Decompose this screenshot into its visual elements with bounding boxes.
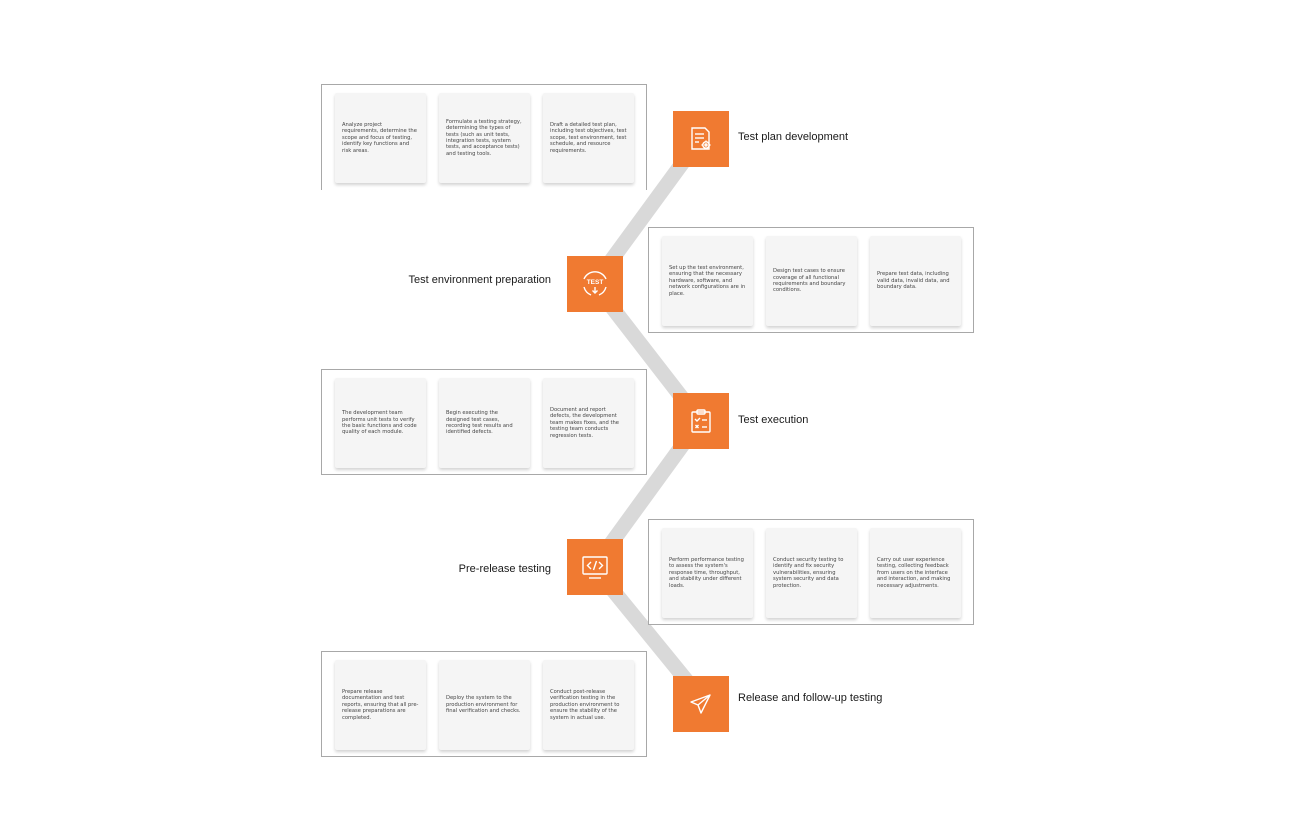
svg-text:TEST: TEST bbox=[587, 279, 604, 286]
task-card: Prepare release documentation and test r… bbox=[335, 660, 426, 750]
step-1-title: Test plan development bbox=[738, 131, 849, 143]
clipboard-checklist-icon bbox=[691, 409, 711, 433]
task-card: Set up the test environment, ensuring th… bbox=[662, 236, 753, 326]
task-card: Begin executing the designed test cases,… bbox=[439, 378, 530, 468]
step-1-task-group: Analyze project requirements, determine … bbox=[321, 84, 647, 190]
document-gear-icon bbox=[691, 127, 711, 150]
task-card: Analyze project requirements, determine … bbox=[335, 93, 426, 183]
step-4-title: Pre-release testing bbox=[458, 563, 551, 575]
task-card: Conduct post-release verification testin… bbox=[543, 660, 634, 750]
step-2-title: Test environment preparation bbox=[408, 274, 551, 286]
step-4-node bbox=[567, 539, 623, 595]
step-3-title: Test execution bbox=[738, 414, 809, 426]
step-3-task-group: The development team performs unit tests… bbox=[321, 369, 647, 475]
paper-plane-icon bbox=[690, 694, 711, 714]
task-card: Conduct security testing to identify and… bbox=[766, 528, 857, 618]
step-4-task-group: Perform performance testing to assess th… bbox=[648, 519, 974, 625]
task-card: Design test cases to ensure coverage of … bbox=[766, 236, 857, 326]
task-card: The development team performs unit tests… bbox=[335, 378, 426, 468]
step-5-node bbox=[673, 676, 729, 732]
code-monitor-icon bbox=[582, 556, 608, 579]
step-5-task-group: Prepare release documentation and test r… bbox=[321, 651, 647, 757]
step-1-node bbox=[673, 111, 729, 167]
step-3-node bbox=[673, 393, 729, 449]
task-card: Prepare test data, including valid data,… bbox=[870, 236, 961, 326]
task-card: Perform performance testing to assess th… bbox=[662, 528, 753, 618]
test-download-icon: TEST bbox=[583, 271, 607, 296]
task-card: Deploy the system to the production envi… bbox=[439, 660, 530, 750]
step-2-node: TEST bbox=[567, 256, 623, 312]
task-card: Draft a detailed test plan, including te… bbox=[543, 93, 634, 183]
step-2-task-group: Set up the test environment, ensuring th… bbox=[648, 227, 974, 333]
task-card: Document and report defects, the develop… bbox=[543, 378, 634, 468]
step-5-title: Release and follow-up testing bbox=[738, 692, 883, 704]
task-card: Formulate a testing strategy, determinin… bbox=[439, 93, 530, 183]
task-card: Carry out user experience testing, colle… bbox=[870, 528, 961, 618]
